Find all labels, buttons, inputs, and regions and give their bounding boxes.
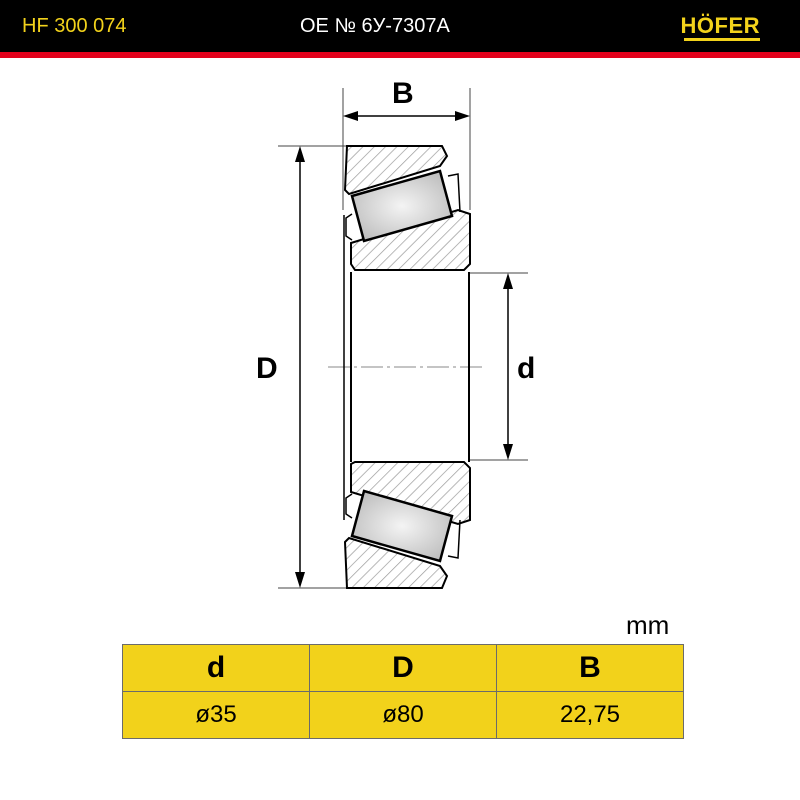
brand-underline: [684, 38, 760, 41]
spec-header-B: B: [496, 644, 684, 692]
spec-value-row: ø35 ø80 22,75: [122, 691, 684, 739]
bearing-diagram: [278, 88, 528, 589]
oe-number: OE № 6У-7307A: [300, 15, 450, 37]
roller-bottom: [350, 489, 454, 563]
outer-ring-bottom: [343, 536, 449, 589]
cage-bottom: [345, 493, 461, 559]
label-outer-diameter: D: [256, 352, 278, 385]
bearing-bottom-half: [343, 461, 471, 589]
cage-top: [345, 173, 461, 241]
roller-top: [350, 169, 454, 243]
dimension-b: [342, 88, 471, 210]
spec-value-B: 22,75: [496, 691, 684, 739]
part-code: HF 300 074: [22, 15, 127, 37]
bearing-top-half: [343, 145, 471, 271]
dimension-inner-diameter: [470, 272, 528, 461]
spec-header-row: d D B: [122, 644, 684, 692]
outer-ring-top: [343, 145, 449, 196]
label-b: B: [392, 77, 414, 110]
header-red-stripe: [0, 52, 800, 58]
dimension-outer-diameter: [278, 145, 346, 589]
spec-header-D: D: [309, 644, 497, 692]
spec-value-d: ø35: [122, 691, 310, 739]
spec-header-d: d: [122, 644, 310, 692]
bearing-bore: [343, 215, 470, 520]
spec-table: d D B ø35 ø80 22,75: [122, 644, 684, 739]
units-label: mm: [626, 610, 670, 640]
spec-value-D: ø80: [309, 691, 497, 739]
brand-logo: HÖFER: [680, 13, 760, 38]
header-bar: HF 300 074 OE № 6У-7307A HÖFER: [0, 0, 800, 52]
label-inner-diameter: d: [517, 352, 536, 385]
